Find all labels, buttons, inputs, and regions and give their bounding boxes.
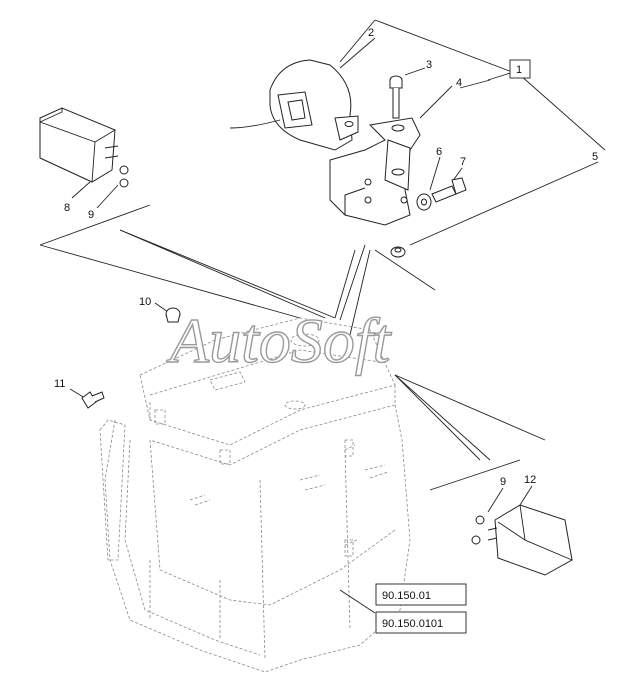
callout-1: 1: [516, 64, 522, 76]
reference-boxes: 90.150.01 90.150.0101: [375, 583, 467, 634]
callout-4: 4: [456, 77, 462, 89]
callout-12: 12: [524, 474, 536, 486]
reference-box-2[interactable]: [375, 611, 467, 634]
callout-11: 11: [54, 378, 65, 390]
relay-12: [487, 504, 573, 576]
callout-labels: 1 2 3 4 5 6 7 8 9 10 11 9 12: [54, 27, 598, 488]
bolt-3: [389, 75, 403, 119]
kit-box: [509, 59, 531, 79]
callout-2: 2: [368, 27, 374, 39]
nut-9-left: [119, 165, 129, 188]
callout-9-left: 9: [88, 209, 94, 221]
callout-6: 6: [436, 146, 442, 158]
beacon-unit: [229, 59, 359, 151]
callout-10: 10: [139, 296, 151, 308]
plug-10: [165, 307, 181, 323]
callout-5: 5: [592, 151, 598, 163]
watermark-text: AutoSoft: [166, 305, 393, 376]
reference-2[interactable]: 90.150.0101: [382, 618, 443, 630]
cab-outline: [99, 317, 411, 673]
bracket-4: [329, 117, 421, 226]
washer-6: [416, 193, 432, 211]
relay-8: [39, 107, 119, 183]
bolt-7: [431, 177, 467, 203]
reference-1[interactable]: 90.150.01: [382, 590, 431, 602]
nut-5: [390, 246, 406, 258]
reference-box-1[interactable]: [375, 583, 467, 606]
callout-7: 7: [460, 156, 466, 168]
callout-3: 3: [426, 59, 432, 71]
callout-9-right: 9: [500, 476, 506, 488]
callout-8: 8: [64, 202, 70, 214]
nut-9-right: [471, 515, 485, 545]
screw-11: [81, 391, 105, 409]
